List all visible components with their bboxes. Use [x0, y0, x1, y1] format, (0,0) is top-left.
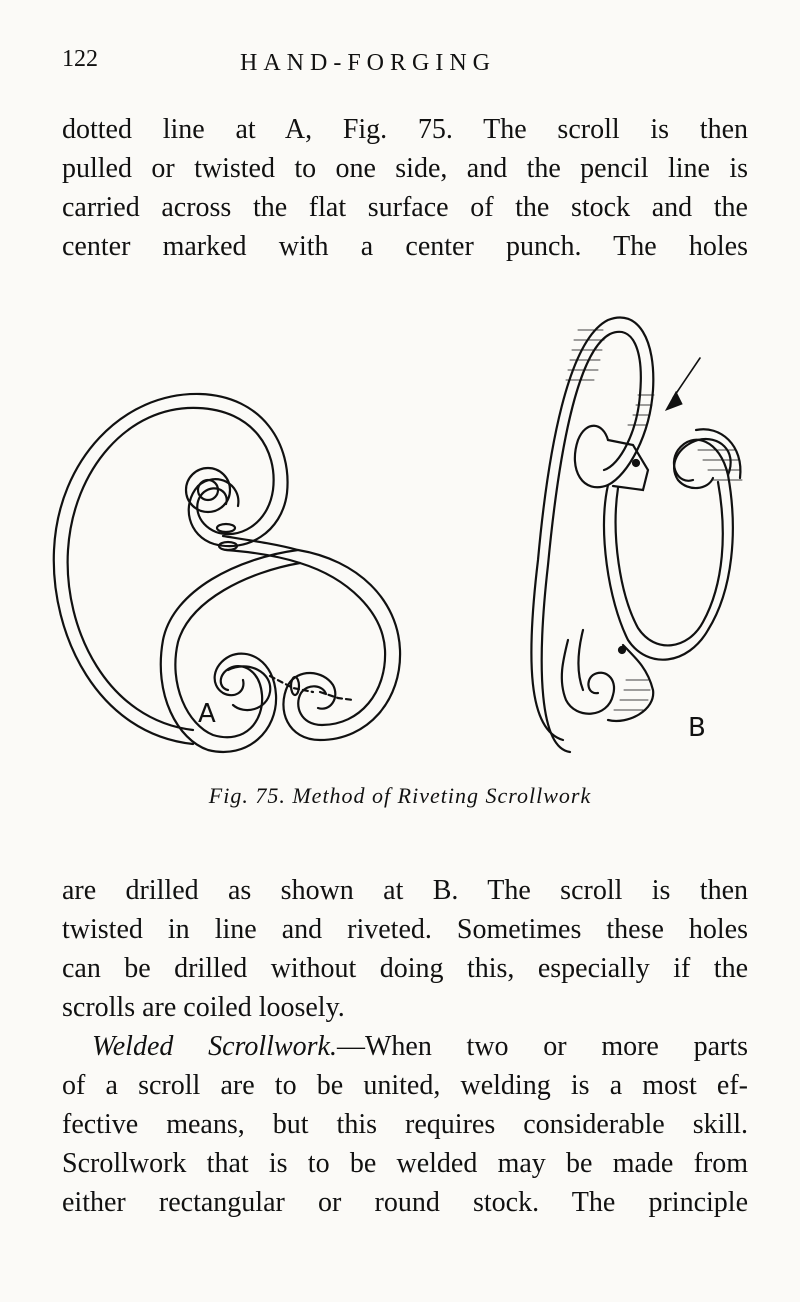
welded-paragraph: Welded Scrollwork.—When two or more part…	[62, 1027, 748, 1222]
text-line: fective means, but this requires conside…	[62, 1109, 748, 1140]
text-line: either rectangular or round stock. The p…	[62, 1187, 748, 1218]
text-line: are drilled as shown at B. The scroll is…	[62, 875, 748, 906]
text-line: twisted in line and riveted. Sometimes t…	[62, 914, 748, 945]
scroll-a-drawing	[52, 392, 402, 753]
running-head: HAND-FORGING	[240, 50, 496, 76]
text-line: can be drilled without doing this, espec…	[62, 953, 748, 984]
text-line: pulled or twisted to one side, and the p…	[62, 153, 748, 184]
bottom-paragraph: are drilled as shown at B. The scroll is…	[62, 871, 748, 1027]
top-paragraph: dotted line at A, Fig. 75. The scroll is…	[62, 110, 748, 266]
text-line: dotted line at A, Fig. 75. The scroll is…	[62, 114, 748, 145]
text-line: carried across the flat surface of the s…	[62, 192, 748, 223]
figure-caption: Fig. 75. Method of Riveting Scrollwork	[208, 783, 592, 808]
text-line: Scrollwork that is to be welded may be m…	[62, 1148, 748, 1179]
figure-label-b: B	[688, 713, 706, 743]
figure-label-a: A	[198, 699, 216, 729]
scrollwork-figure: A B	[52, 316, 743, 754]
text-line: center marked with a center punch. The h…	[62, 231, 748, 262]
section-heading: Welded Scrollwork.	[92, 1031, 337, 1062]
scroll-b-drawing	[530, 316, 743, 754]
text-fragment: —When two or more parts	[336, 1031, 749, 1062]
page-number: 122	[62, 46, 98, 72]
text-line: of a scroll are to be united, welding is…	[62, 1070, 748, 1101]
page-header: 122 HAND-FORGING	[62, 44, 752, 84]
text-line: scrolls are coiled loosely.	[62, 992, 345, 1023]
text-line: Welded Scrollwork.—When two or more part…	[62, 1027, 748, 1066]
